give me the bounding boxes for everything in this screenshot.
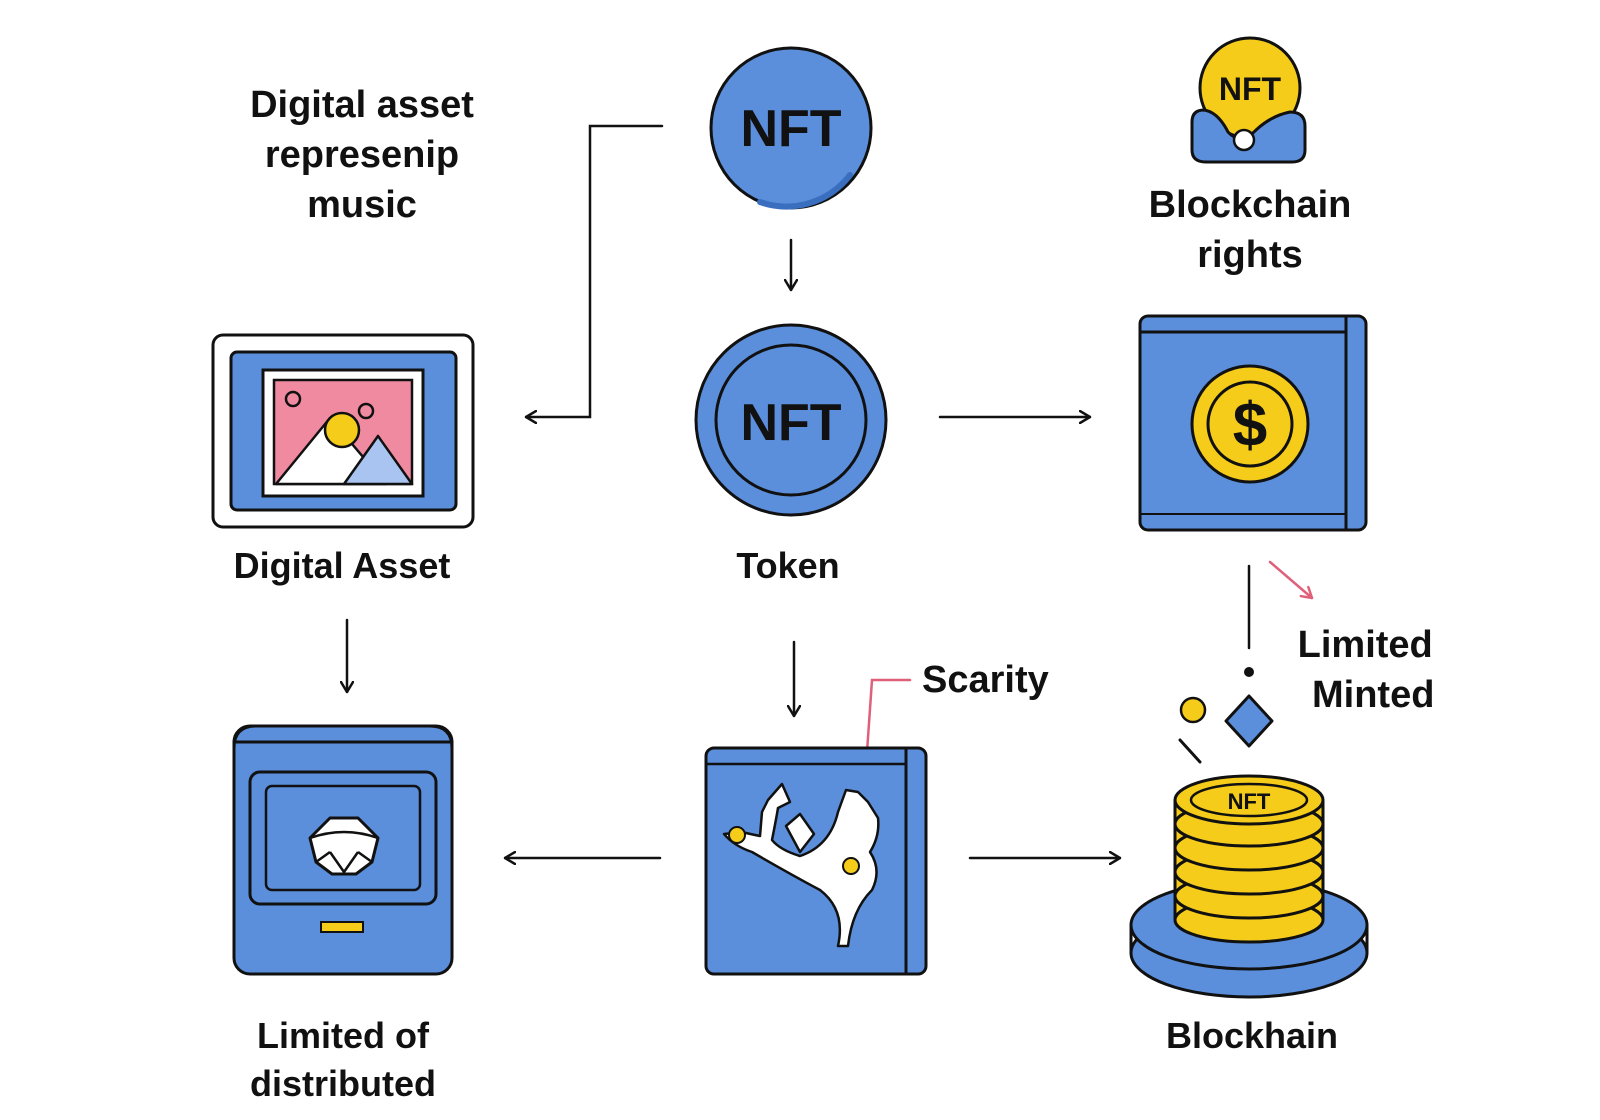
arrow-nft-to-digital-asset (524, 124, 664, 417)
nft-hand-badge-text: NFT (1219, 71, 1282, 107)
digital-asset-label: Digital Asset (233, 545, 451, 586)
arrow-limited-minted-accent (1268, 560, 1314, 600)
token-coin-text: NFT (740, 394, 841, 452)
digital-asset-description-line-3: music (307, 184, 417, 226)
scarity-pointer-line (865, 678, 912, 754)
tree-map-icon (704, 746, 928, 976)
dollar-wallet-icon: $ (1138, 314, 1368, 532)
limited-distributed-line-2: distributed (250, 1063, 436, 1104)
coin-stack-icon: NFT (1129, 774, 1369, 999)
token-label: Token (736, 545, 840, 586)
dollar-symbol: $ (1233, 391, 1267, 460)
sparkle-diamond-icon (1224, 694, 1274, 748)
scarity-label: Scarity (922, 659, 1049, 701)
digital-asset-description-line-2: represenip (264, 134, 460, 176)
gem-monitor-icon (232, 724, 454, 976)
blockchain-stack-label: Blockhain (1165, 1015, 1339, 1056)
digital-asset-description: Digital asset represenip music (250, 80, 474, 230)
limited-minted-label: Limited Minted (1298, 620, 1435, 720)
connectors (347, 124, 1251, 858)
nft-coin-icon: NFT (709, 46, 873, 210)
digital-asset-description-line-1: Digital asset (250, 84, 474, 126)
limited-minted-line-2: Minted (1312, 674, 1435, 716)
nft-top-text: NFT (740, 100, 841, 158)
nft-hand-icon: NFT (1190, 36, 1307, 164)
blockchain-rights-line-2: rights (1197, 234, 1303, 276)
limited-distributed-label: Limited of distributed (250, 1012, 436, 1108)
connector-dot (1244, 667, 1254, 677)
blockchain-rights-label: Blockchain rights (1149, 180, 1352, 280)
coin-stack-badge-text: NFT (1228, 789, 1271, 814)
image-frame-icon (211, 333, 475, 529)
blockchain-rights-line-1: Blockchain (1148, 184, 1352, 226)
nft-token-icon: NFT (694, 323, 888, 517)
sparkle-line (1178, 738, 1202, 764)
sparkle-coin-icon (1179, 696, 1207, 724)
limited-distributed-line-1: Limited of (257, 1015, 429, 1056)
sparkle-decorations (1178, 694, 1274, 764)
limited-minted-line-1: Limited (1297, 624, 1433, 666)
